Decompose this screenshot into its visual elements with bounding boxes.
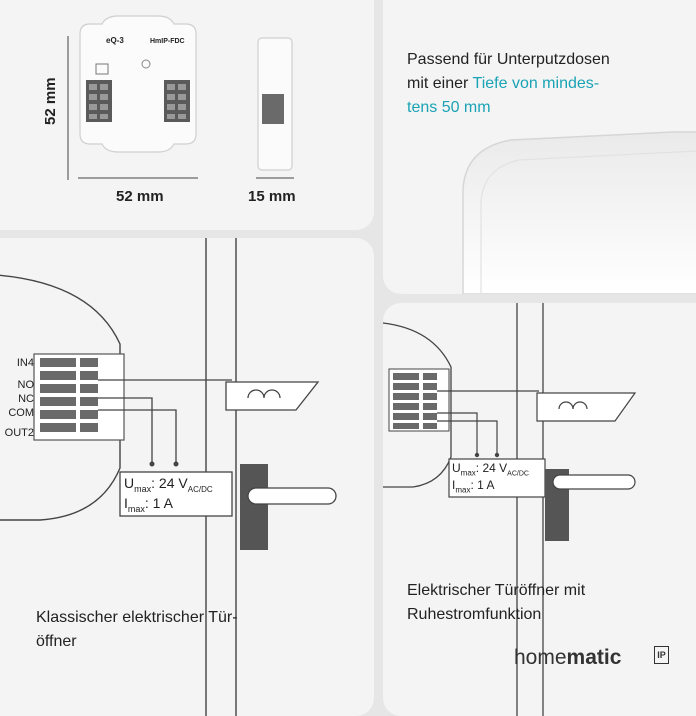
label-nc: NC bbox=[18, 393, 34, 405]
device-outline bbox=[383, 322, 452, 488]
depth-note-line2: mit einer Tiefe von mindes- bbox=[407, 72, 599, 96]
classic-umax: Umax: 24 VAC/DC bbox=[124, 475, 213, 494]
strike-plate bbox=[240, 464, 268, 550]
door-opener-icon bbox=[225, 381, 320, 411]
device-closeup-drawing bbox=[462, 131, 696, 294]
door-handle-icon bbox=[552, 474, 636, 490]
rest-imax: Imax: 1 A bbox=[452, 478, 495, 495]
rest-umax: Umax: 24 VAC/DC bbox=[452, 461, 529, 478]
classic-imax: Imax: 1 A bbox=[124, 495, 173, 514]
height-label: 52 mm bbox=[42, 77, 59, 125]
depth-panel: Passend für Unterputzdosen mit einer Tie… bbox=[383, 0, 696, 294]
dimensions-panel: 52 mm 52 mm 15 mm eQ-3 HmIP-FDC bbox=[0, 0, 374, 230]
depth-note-line1: Passend für Unterputzdosen bbox=[407, 51, 610, 68]
terminal-screws bbox=[393, 373, 437, 429]
classic-caption-line1: Klassischer elektrischer Tür- bbox=[36, 609, 238, 626]
ce-mark-icon bbox=[95, 63, 109, 75]
brand-logo: homematic bbox=[514, 646, 622, 669]
rest-wiring-diagram bbox=[383, 303, 637, 716]
depth-note-prefix: mit einer bbox=[407, 75, 473, 92]
device-drawing bbox=[67, 15, 294, 180]
rest-spec-box bbox=[448, 458, 546, 498]
device-model: HmIP-FDC bbox=[150, 38, 185, 45]
label-out2: OUT2 bbox=[4, 427, 34, 439]
label-in4: IN4 bbox=[16, 357, 34, 369]
rest-current-panel: Umax: 24 VAC/DC Imax: 1 A Elektrischer T… bbox=[383, 303, 696, 716]
classic-opener-panel: IN4 NO NC COM OUT2 Umax: 24 VAC/DC Imax:… bbox=[0, 238, 374, 716]
right-terminal-block bbox=[164, 80, 190, 122]
device-brand-mark: eQ-3 bbox=[106, 36, 124, 45]
ip-badge-icon: IP bbox=[654, 646, 669, 664]
door-opener-icon bbox=[536, 392, 637, 422]
device-closeup bbox=[462, 131, 696, 294]
depth-label: 15 mm bbox=[248, 188, 296, 205]
label-com: COM bbox=[8, 407, 34, 419]
width-label: 52 mm bbox=[116, 188, 164, 205]
rest-caption-line2: Ruhestromfunktion bbox=[407, 606, 542, 623]
rest-caption-line1: Elektrischer Türöffner mit bbox=[407, 582, 586, 599]
depth-note-accent1: Tiefe von mindes- bbox=[472, 75, 600, 92]
depth-note-line3: tens 50 mm bbox=[407, 99, 491, 116]
label-no: NO bbox=[17, 379, 35, 391]
terminal-screws bbox=[40, 358, 98, 432]
status-led-icon bbox=[141, 59, 151, 69]
classic-terminal-labels: IN4 NO NC COM OUT2 bbox=[0, 356, 34, 440]
classic-spec-box bbox=[119, 471, 233, 517]
classic-wiring-diagram bbox=[0, 238, 337, 716]
door-handle-icon bbox=[247, 487, 337, 505]
device-outline bbox=[0, 274, 121, 521]
classic-caption-line2: öffner bbox=[36, 633, 77, 650]
side-terminal-icon bbox=[262, 94, 284, 124]
left-terminal-block bbox=[86, 80, 112, 122]
